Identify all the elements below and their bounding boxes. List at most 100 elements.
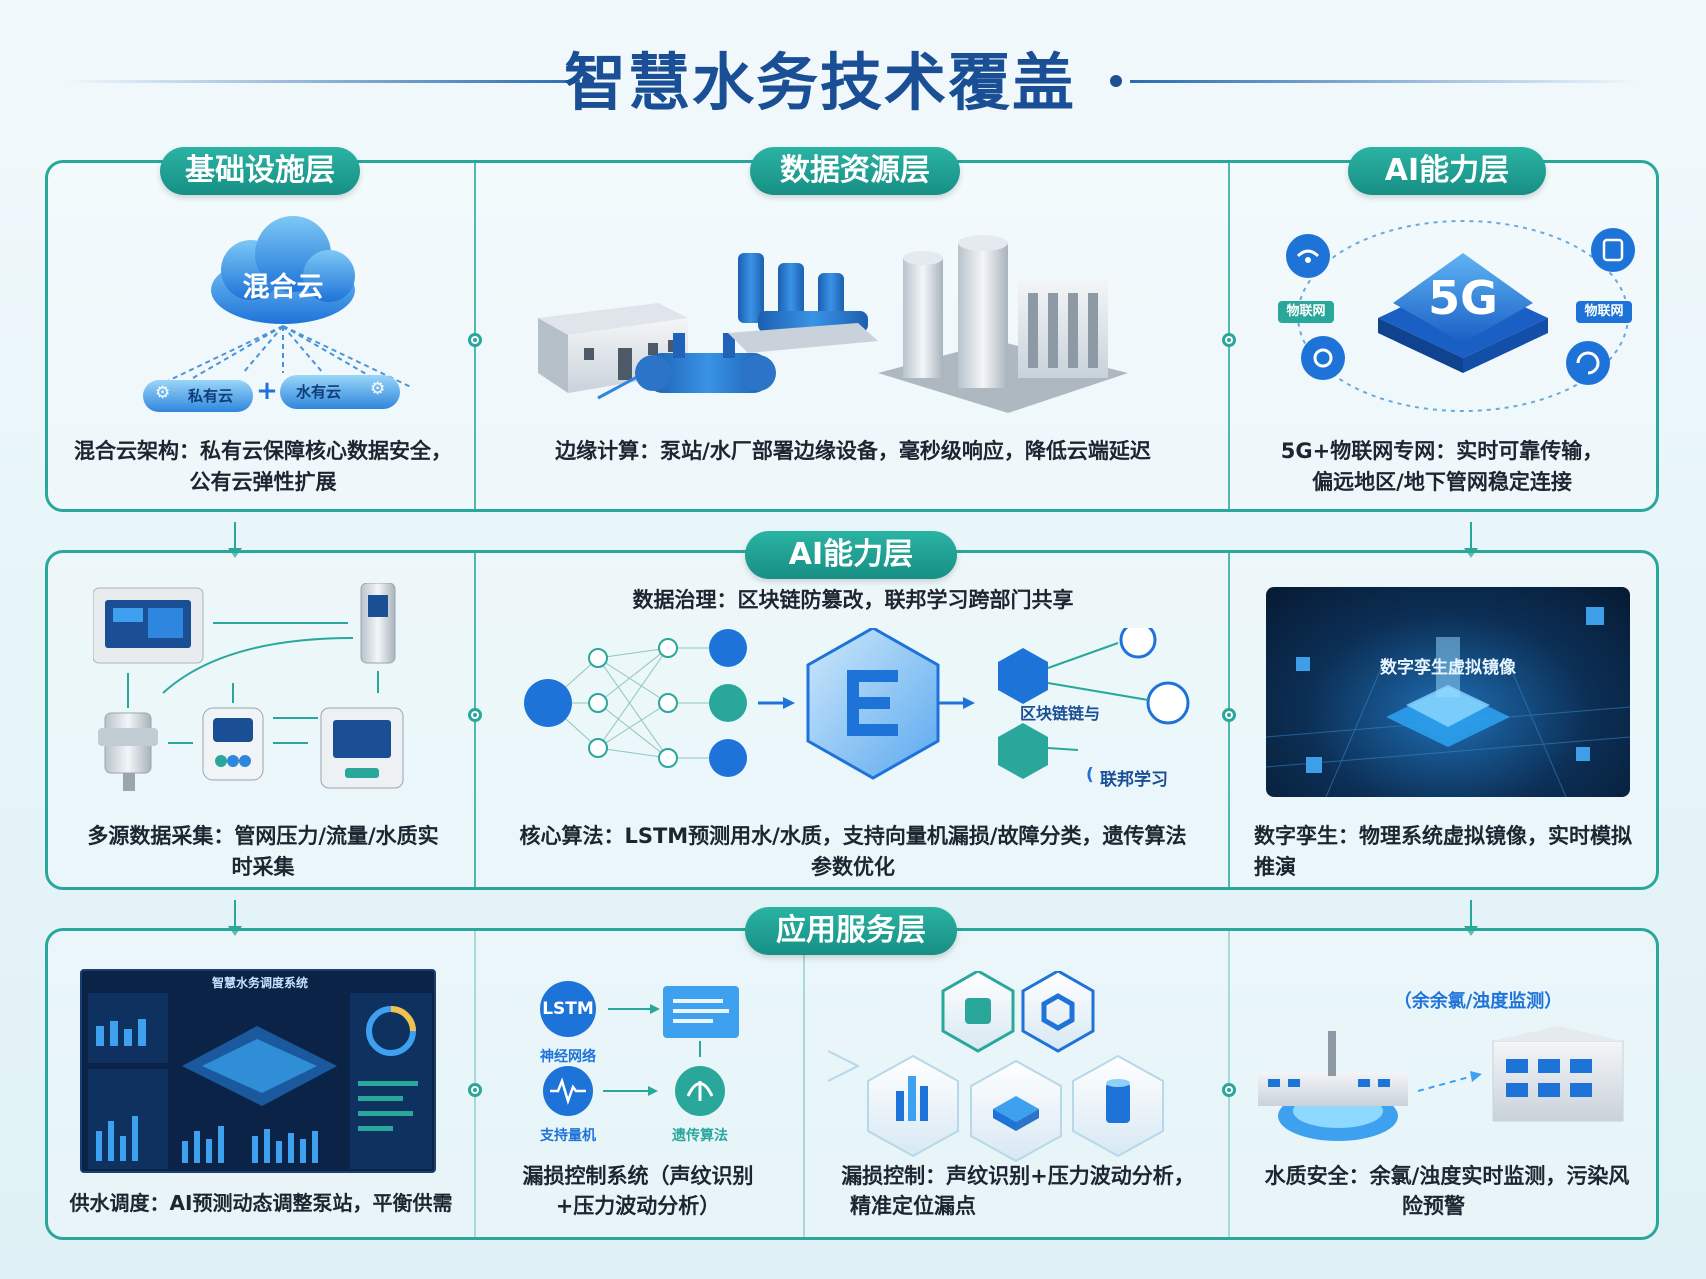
row1-connector-1 [468, 333, 482, 347]
leak-system-caption-2: +压力波动分析） [555, 1194, 721, 1218]
private-cloud-icon: ⚙ [155, 383, 171, 403]
row3-divider-2 [803, 931, 805, 1237]
hybrid-cloud-caption-2: 公有云弹性扩展 [189, 470, 337, 494]
title-dot-right [1110, 75, 1122, 87]
row1-connector-2 [1222, 333, 1236, 347]
public-cloud-label: 水有云 [296, 383, 342, 401]
water-meter-icon [202, 707, 264, 781]
hybrid-cloud-caption-1: 混合云架构：私有云保障核心数据安全， [74, 439, 452, 463]
5g-caption-1: 5G+物联网专网：实时可靠传输， [1280, 439, 1604, 463]
public-cloud-icon: ⚙ [370, 379, 386, 399]
leak-system-caption-1: 漏损控制系统（声纹识别 [522, 1164, 754, 1188]
federated-prefix: ( [1086, 765, 1094, 785]
cylinder-hex-icon [1072, 1054, 1164, 1158]
core-algorithm-caption-1: 核心算法：LSTM预测用水/水质，支持向量机漏损/故障分类，遗传算法 [519, 824, 1187, 848]
5g-hub-icon [1378, 253, 1548, 373]
lstm-sub-label: 神经网络 [540, 1049, 596, 1065]
core-algorithm-illustration [524, 628, 1190, 780]
5g-label: 5G [1428, 271, 1498, 325]
flow-sensor-icon [360, 583, 396, 664]
digital-twin-caption-2: 推演 [1254, 855, 1296, 879]
treatment-plant-icon [1258, 1031, 1408, 1141]
water-quality-illustration [1258, 1026, 1624, 1141]
water-plant-tanks-icon [878, 235, 1128, 413]
blockchain-label: 区块链链与 [1020, 704, 1101, 723]
shield-hex-icon [941, 971, 1015, 1053]
leak-control-system-illustration [540, 981, 739, 1116]
row-application-services: 智慧水务调度系统 供水调度：AI预测动态调整泵站，平衡供需 [45, 928, 1659, 1240]
svm-icon [543, 1066, 593, 1116]
svm-sub-label: 支持量机 [540, 1128, 596, 1144]
digital-twin-city-icon [1266, 607, 1630, 797]
row3-connector-1 [468, 1083, 482, 1097]
digital-twin-image-label: 数字孪生虚拟镜像 [1380, 658, 1516, 678]
public-cloud-pill: 水有云 ⚙ [280, 375, 400, 409]
hybrid-cloud-illustration [152, 216, 414, 389]
layer-label-ai-capability-top: AI能力层 [1348, 147, 1546, 195]
control-panel-icon [93, 587, 204, 664]
pressure-meter-icon [98, 712, 158, 791]
down-arrow-right-1 [1464, 522, 1478, 558]
layer-label-ai-capability: AI能力层 [745, 531, 957, 579]
title-row: 智慧水务技术覆盖 [0, 38, 1706, 128]
neural-net-links [547, 647, 728, 759]
core-algorithm-caption-2: 参数优化 [811, 855, 895, 879]
down-arrow-left-2 [228, 900, 242, 936]
data-governance-subtitle: 数据治理：区块链防篡改，联邦学习跨部门共享 [632, 588, 1074, 612]
camera-icon [1301, 336, 1345, 380]
cloud-icon [211, 216, 355, 324]
iot-tag-left: 物联网 [1278, 301, 1334, 323]
bar-chart-hex-icon [867, 1054, 959, 1158]
layer-label-infrastructure: 基础设施层 [160, 147, 360, 195]
data-flow-arrows [127, 622, 379, 744]
private-cloud-pill: ⚙ 私有云 [143, 380, 253, 412]
data-collection-caption-1: 多源数据采集：管网压力/流量/水质实 [87, 824, 439, 848]
row-ai-capability: 数据治理：区块链防篡改，联邦学习跨部门共享 [45, 550, 1659, 890]
water-quality-caption-2: 险预警 [1402, 1194, 1465, 1218]
lab-building-icon [1492, 1026, 1624, 1122]
device-icon [1591, 228, 1635, 272]
layer-label-data-resources: 数据资源层 [750, 147, 960, 195]
dispatch-dashboard: 智慧水务调度系统 [80, 969, 436, 1173]
blue-pumps-icon [597, 253, 878, 400]
digital-twin-image: 数字孪生虚拟镜像 [1266, 587, 1630, 797]
down-arrow-left-1 [228, 522, 242, 558]
water-dispatch-caption: 供水调度：AI预测动态调整泵站，平衡供需 [69, 1191, 453, 1215]
data-collection-illustration [93, 583, 404, 791]
row2-connector-1 [468, 708, 482, 722]
lstm-label: LSTM [542, 999, 594, 1019]
5g-caption-2: 偏远地区/地下管网稳定连接 [1312, 470, 1572, 494]
leak-control-illustration [827, 971, 1164, 1163]
blockchain-hex-icon [806, 628, 940, 780]
digital-twin-caption-1: 数字孪生：物理系统虚拟镜像，实时模拟 [1254, 824, 1632, 848]
sync-icon [1566, 341, 1610, 385]
edge-computing-illustration [538, 235, 1128, 413]
water-tank-hex-icon [970, 1059, 1062, 1163]
leak-control-caption-1: 漏损控制：声纹识别+压力波动分析， [841, 1164, 1195, 1188]
down-arrow-right-2 [1464, 900, 1478, 936]
blockchain-nodes [998, 628, 1190, 779]
page-title: 智慧水务技术覆盖 [563, 46, 1076, 119]
flow-arrows [758, 697, 975, 709]
leak-control-caption-2: 精准定位漏点 [850, 1194, 976, 1218]
row3-connector-2 [1222, 1083, 1236, 1097]
private-cloud-label: 私有云 [188, 387, 234, 405]
iot-tag-right: 物联网 [1576, 301, 1632, 323]
edge-computing-caption: 边缘计算：泵站/水厂部署边缘设备，毫秒级响应，降低云端延迟 [555, 439, 1151, 463]
row-infrastructure: 混合云 ⚙ 私有云 + 水有云 ⚙ 混合云架构：私有云保障核心数据安全， 公有云… [45, 160, 1659, 512]
row2-connector-2 [1222, 708, 1236, 722]
ga-sub-label: 遗传算法 [672, 1128, 728, 1144]
loop-hex-icon [1021, 971, 1095, 1053]
title-dot-left [582, 75, 594, 87]
cloud-label: 混合云 [242, 272, 324, 303]
genetic-algorithm-icon [675, 1066, 725, 1116]
dashboard-title: 智慧水务调度系统 [211, 976, 308, 990]
neural-net-nodes [524, 629, 747, 777]
title-line-left [65, 80, 580, 83]
data-collection-caption-2: 时采集 [231, 855, 295, 879]
wifi-icon [1286, 234, 1330, 278]
dashboard-widgets [88, 993, 432, 1169]
cloud-plus: + [256, 376, 278, 406]
title-line-right [1130, 80, 1640, 83]
layer-label-application-services: 应用服务层 [745, 907, 957, 955]
